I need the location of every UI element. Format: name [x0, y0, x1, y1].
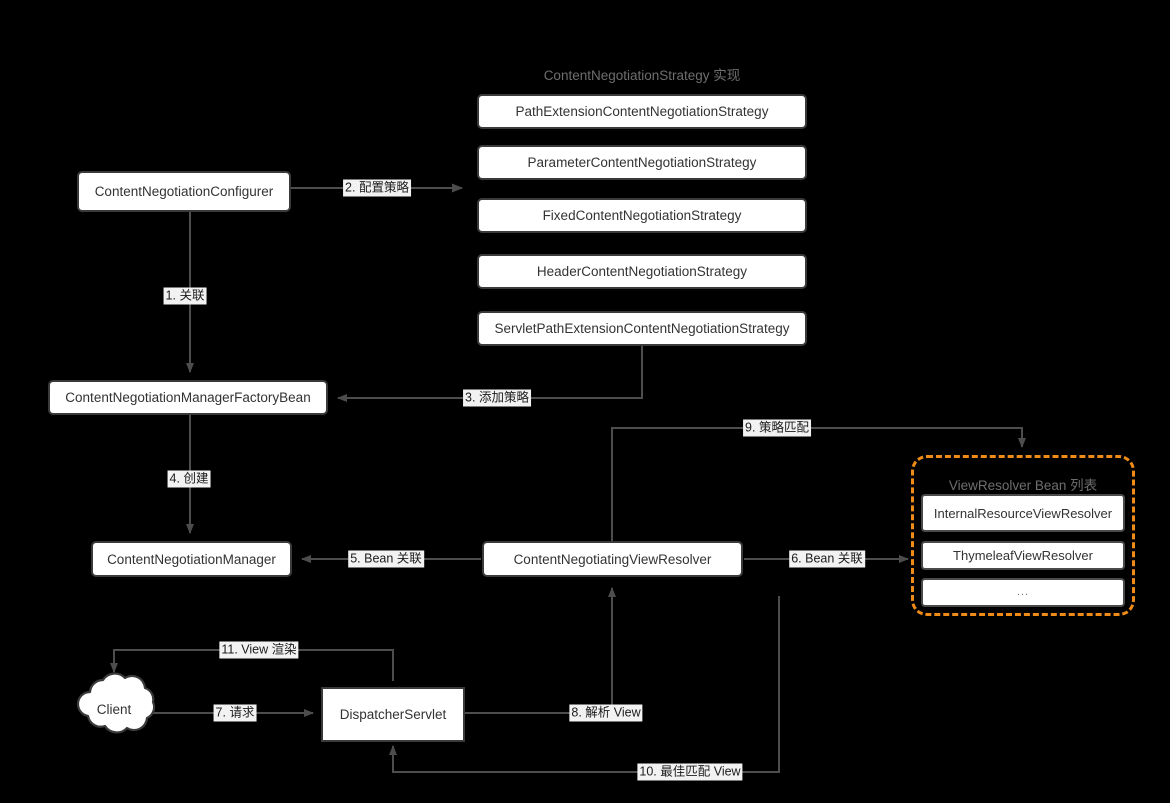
node-dispatcher-servlet[interactable]: DispatcherServlet [321, 687, 465, 742]
edge-8-line [465, 587, 616, 714]
node-label: HeaderContentNegotiationStrategy [536, 264, 748, 279]
edge-label-11: 11. View 渲染 [219, 641, 299, 659]
node-label: FixedContentNegotiationStrategy [542, 208, 742, 223]
node-more-view-resolvers[interactable]: ... [921, 578, 1125, 607]
edge-label-4: 4. 创建 [167, 470, 211, 488]
node-content-negotiating-view-resolver[interactable]: ContentNegotiatingViewResolver [482, 541, 743, 577]
node-client[interactable]: Client [66, 672, 162, 746]
strategy-group-title: ContentNegotiationStrategy 实现 [543, 68, 741, 83]
node-label: PathExtensionContentNegotiationStrategy [515, 104, 769, 119]
edge-label-1: 1. 关联 [163, 287, 207, 305]
node-label: ... [1016, 586, 1030, 598]
node-header-strategy[interactable]: HeaderContentNegotiationStrategy [477, 254, 807, 289]
node-label: ContentNegotiationManager [107, 551, 276, 567]
edge-10-line [389, 596, 780, 773]
node-label: Client [96, 701, 132, 717]
edge-label-5: 5. Bean 关联 [348, 550, 424, 568]
node-label: ContentNegotiatingViewResolver [513, 551, 712, 567]
edge-label-6: 6. Bean 关联 [789, 550, 865, 568]
viewresolver-group-title: ViewResolver Bean 列表 [948, 478, 1098, 493]
edge-label-10: 10. 最佳匹配 View [637, 763, 743, 781]
node-label: InternalResourceViewResolver [933, 505, 1113, 521]
node-label: ContentNegotiationConfigurer [94, 184, 274, 199]
node-content-negotiation-manager[interactable]: ContentNegotiationManager [91, 541, 292, 577]
node-label: ParameterContentNegotiationStrategy [527, 155, 757, 170]
node-internal-resource-view-resolver[interactable]: InternalResourceViewResolver [921, 494, 1125, 532]
edge-label-7: 7. 请求 [213, 704, 257, 722]
node-label: DispatcherServlet [339, 707, 447, 722]
node-thymeleaf-view-resolver[interactable]: ThymeleafViewResolver [921, 541, 1125, 570]
edge-label-2: 2. 配置策略 [343, 179, 411, 197]
edge-label-9: 9. 策略匹配 [743, 419, 811, 437]
node-content-negotiation-configurer[interactable]: ContentNegotiationConfigurer [77, 171, 291, 212]
node-label: ServletPathExtensionContentNegotiationSt… [494, 321, 790, 336]
node-label: ThymeleafViewResolver [953, 548, 1093, 563]
edge-label-3: 3. 添加策略 [463, 389, 531, 407]
node-path-extension-strategy[interactable]: PathExtensionContentNegotiationStrategy [477, 94, 807, 129]
node-content-negotiation-manager-factory-bean[interactable]: ContentNegotiationManagerFactoryBean [48, 380, 328, 415]
viewresolver-bean-group [911, 455, 1135, 616]
node-servlet-path-extension-strategy[interactable]: ServletPathExtensionContentNegotiationSt… [477, 311, 807, 346]
node-label: ContentNegotiationManagerFactoryBean [65, 390, 311, 405]
cloud-icon [76, 672, 156, 734]
edge-label-8: 8. 解析 View [569, 704, 643, 722]
node-fixed-strategy[interactable]: FixedContentNegotiationStrategy [477, 198, 807, 233]
node-parameter-strategy[interactable]: ParameterContentNegotiationStrategy [477, 145, 807, 180]
